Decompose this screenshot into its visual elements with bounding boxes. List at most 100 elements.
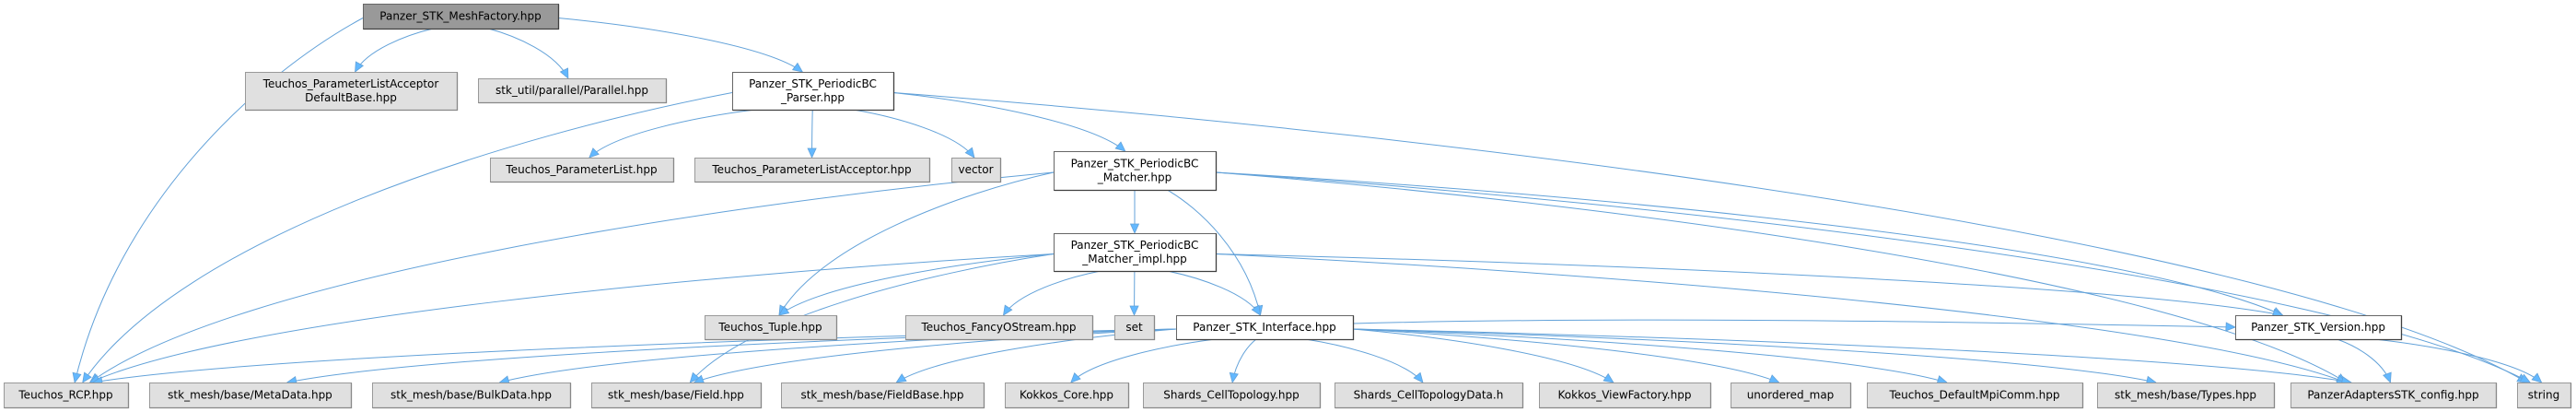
node-label: stk_mesh/base/Types.hpp — [2115, 389, 2256, 402]
edge-meshfactory-to-parser — [557, 18, 803, 73]
arrowhead-icon — [2225, 322, 2236, 332]
graph-node-mpicomm[interactable]: Teuchos_DefaultMpiComm.hpp — [1867, 383, 2084, 409]
graph-node-paramlist[interactable]: Teuchos_ParameterList.hpp — [490, 158, 675, 183]
node-label: Shards_CellTopology.hpp — [1163, 389, 1300, 402]
arrowhead-icon — [2519, 373, 2532, 383]
node-shadow — [2235, 315, 2403, 341]
arrowhead-icon — [1070, 372, 1081, 383]
arrowhead-icon — [807, 147, 817, 159]
node-box — [490, 158, 674, 182]
graph-node-viewfactory[interactable]: Kokkos_ViewFactory.hpp — [1539, 383, 1712, 409]
arrowhead-icon — [895, 373, 907, 383]
node-box — [705, 315, 837, 340]
graph-node-matcher[interactable]: Panzer_STK_PeriodicBC_Matcher.hpp — [1054, 151, 1218, 192]
node-shadow — [245, 72, 459, 112]
node-label: Teuchos_FancyOStream.hpp — [920, 321, 1076, 334]
graph-node-bulkdata[interactable]: stk_mesh/base/BulkData.hpp — [372, 383, 572, 409]
node-label: Teuchos_Tuple.hpp — [717, 321, 822, 334]
node-shadow — [149, 383, 353, 409]
node-label: Panzer_STK_MeshFactory.hpp — [379, 10, 541, 23]
edge-meshfactory-to-rcp — [74, 18, 364, 383]
node-label: stk_util/parallel/Parallel.hpp — [495, 84, 648, 97]
graph-node-vector[interactable]: vector — [951, 158, 1002, 183]
arrowhead-icon — [1413, 371, 1424, 383]
graph-node-config[interactable]: PanzerAdaptersSTK_config.hpp — [2290, 383, 2498, 409]
node-label: string — [2528, 389, 2559, 402]
graph-node-fieldbase[interactable]: stk_mesh/base/FieldBase.hpp — [781, 383, 985, 409]
graph-node-interface[interactable]: Panzer_STK_Interface.hpp — [1176, 315, 1355, 341]
node-box — [1005, 383, 1129, 408]
node-shadow — [1054, 151, 1218, 192]
graph-node-field[interactable]: stk_mesh/base/Field.hpp — [591, 383, 763, 409]
edge-version-to-config — [2337, 338, 2391, 383]
node-box — [149, 383, 352, 408]
edge-interface-to-kokkoscore — [1070, 338, 1216, 383]
graph-node-pla[interactable]: Teuchos_ParameterListAcceptor.hpp — [694, 158, 931, 183]
node-shadow — [1731, 383, 1852, 409]
node-label: set — [1125, 321, 1143, 334]
arrowhead-icon — [1251, 304, 1262, 316]
arrowhead-icon — [1114, 141, 1126, 152]
node-label: Teuchos_RCP.hpp — [17, 389, 112, 402]
graph-node-types[interactable]: stk_mesh/base/Types.hpp — [2097, 383, 2276, 409]
graph-node-celltopo[interactable]: Shards_CellTopology.hpp — [1143, 383, 1322, 409]
node-shadow — [951, 158, 1002, 183]
node-shadow — [363, 4, 560, 30]
graph-node-celltopodata[interactable]: Shards_CellTopologyData.h — [1335, 383, 1524, 409]
node-shadow — [1176, 315, 1355, 341]
node-shadow — [732, 72, 895, 112]
node-label: Kokkos_Core.hpp — [1020, 389, 1113, 402]
graph-node-metadata[interactable]: stk_mesh/base/MetaData.hpp — [149, 383, 353, 409]
arrowhead-icon — [778, 305, 790, 316]
graph-node-version[interactable]: Panzer_STK_Version.hpp — [2235, 315, 2403, 341]
edge-interface-to-types — [1352, 328, 2157, 383]
node-label: vector — [958, 163, 993, 176]
edge-interface-to-mpicomm — [1352, 328, 1948, 383]
edge-matcherimpl-to-interface — [1167, 270, 1261, 316]
graph-node-tuple[interactable]: Teuchos_Tuple.hpp — [705, 315, 838, 341]
graph-node-parallel[interactable]: stk_util/parallel/Parallel.hpp — [478, 78, 668, 104]
arrowhead-icon — [72, 371, 82, 383]
graph-node-string[interactable]: string — [2517, 383, 2572, 409]
graph-node-meshfactory[interactable]: Panzer_STK_MeshFactory.hpp — [363, 4, 560, 30]
graph-node-kokkoscore[interactable]: Kokkos_Core.hpp — [1005, 383, 1130, 409]
node-shadow — [4, 383, 130, 409]
arrowhead-icon — [1229, 371, 1239, 383]
graph-node-matcherimpl[interactable]: Panzer_STK_PeriodicBC_Matcher_impl.hpp — [1054, 233, 1218, 273]
node-label: _Parser.hpp — [780, 91, 845, 104]
arrowhead-icon — [791, 62, 804, 73]
edge-matcher-to-rcp — [89, 171, 1055, 383]
edge-matcherimpl-to-rcp — [89, 253, 1055, 383]
node-shadow — [2097, 383, 2276, 409]
node-label: Panzer_STK_PeriodicBC — [1071, 158, 1199, 171]
graph-node-set[interactable]: set — [1114, 315, 1156, 341]
graph-node-plad[interactable]: Teuchos_ParameterListAcceptorDefaultBase… — [245, 72, 459, 112]
graph-node-unorderedmap[interactable]: unordered_map — [1731, 383, 1852, 409]
edge-matcher-to-string — [1215, 171, 2531, 383]
node-label: stk_mesh/base/MetaData.hpp — [168, 389, 332, 402]
arrowhead-icon — [82, 371, 92, 383]
edge-parser-to-matcher — [892, 92, 1126, 152]
node-box — [781, 383, 985, 408]
node-label: Teuchos_ParameterListAcceptor — [262, 77, 439, 90]
graph-node-rcp[interactable]: Teuchos_RCP.hpp — [4, 383, 130, 409]
edge-matcherimpl-to-fancy — [1003, 270, 1102, 316]
node-box — [2290, 383, 2497, 408]
nodes-layer: Panzer_STK_MeshFactory.hppTeuchos_Parame… — [4, 4, 2572, 409]
arrowhead-icon — [1768, 374, 1780, 383]
node-shadow — [781, 383, 985, 409]
node-box — [951, 158, 1001, 182]
edge-parser-to-rcp — [82, 92, 733, 383]
node-label: DefaultBase.hpp — [305, 91, 397, 104]
node-box — [732, 72, 894, 111]
node-box — [1731, 383, 1851, 408]
node-box — [591, 383, 762, 408]
graph-node-parser[interactable]: Panzer_STK_PeriodicBC_Parser.hpp — [732, 72, 895, 112]
edge-matcher-to-interface — [1167, 189, 1261, 316]
edge-version-to-string — [2374, 338, 2542, 383]
node-shadow — [2517, 383, 2572, 409]
node-box — [245, 72, 458, 111]
node-shadow — [591, 383, 763, 409]
edge-matcher-to-tuple — [778, 171, 1055, 316]
graph-node-fancy[interactable]: Teuchos_FancyOStream.hpp — [905, 315, 1094, 341]
